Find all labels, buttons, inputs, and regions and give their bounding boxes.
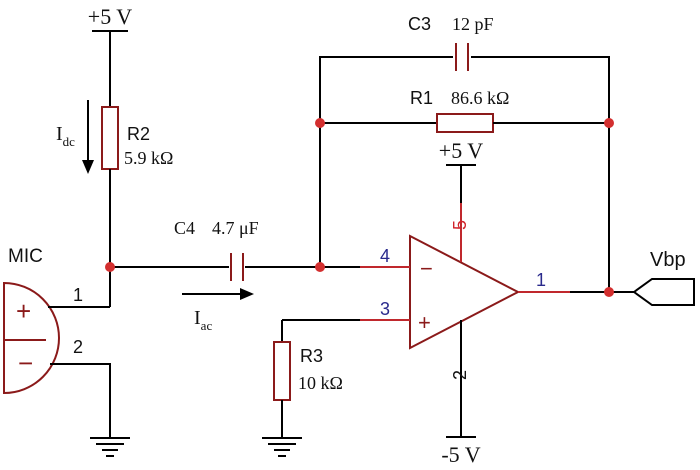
junction-r1-right [604,118,614,128]
c3-name: C3 [408,14,431,34]
junction-output [604,287,614,297]
pin-label-3: 3 [380,299,390,319]
idc-label: Idc [56,123,75,149]
r1-name: R1 [410,88,433,108]
opamp-vpos-label: +5 V [439,138,484,163]
ground-r3 [262,437,302,457]
junction-r1-left [315,118,325,128]
wire-mic-pin2 [50,363,111,438]
wire-c3-left [319,56,453,267]
top-supply-rail: +5 V [88,4,133,32]
pin-label-4: 4 [380,246,390,266]
wire-c3-right [471,56,610,293]
mic-name: MIC [8,246,43,267]
c4-value: 4.7 μF [212,218,259,238]
iac-arrow [182,288,254,300]
mic-minus-sign: − [18,348,33,378]
pin-label-2: 2 [450,370,470,380]
capacitor-c4 [230,253,244,281]
resistor-r3 [273,341,291,401]
output-port-label: Vbp [650,249,686,271]
capacitor-c3 [455,43,469,71]
ground-mic [90,437,130,457]
microphone: + − [3,281,60,395]
mic-plus-sign: + [16,296,31,326]
pin-label-5: 5 [450,220,470,230]
idc-arrow [82,100,94,174]
junction-input [105,262,115,272]
opamp-minus-sign: − [420,256,433,281]
output-port [632,278,695,306]
c4-name: C4 [174,218,195,238]
resistor-r1 [436,113,494,133]
pin-label-1: 1 [536,270,546,290]
resistor-r2 [101,106,119,170]
mic-pin1: 1 [73,285,83,305]
r1-value: 86.6 kΩ [451,88,509,108]
r2-name: R2 [127,124,150,144]
r3-name: R3 [300,346,323,366]
mic-pin2: 2 [73,337,83,357]
top-supply-label: +5 V [88,4,133,29]
opamp-vneg-label: -5 V [441,442,480,467]
r3-value: 10 kΩ [298,373,343,393]
c3-value: 12 pF [452,14,494,34]
junction-inverting [315,262,325,272]
opamp-body [409,234,521,350]
iac-label: Iac [194,307,212,333]
r2-value: 5.9 kΩ [124,148,173,168]
opamp-plus-sign: + [418,310,431,335]
